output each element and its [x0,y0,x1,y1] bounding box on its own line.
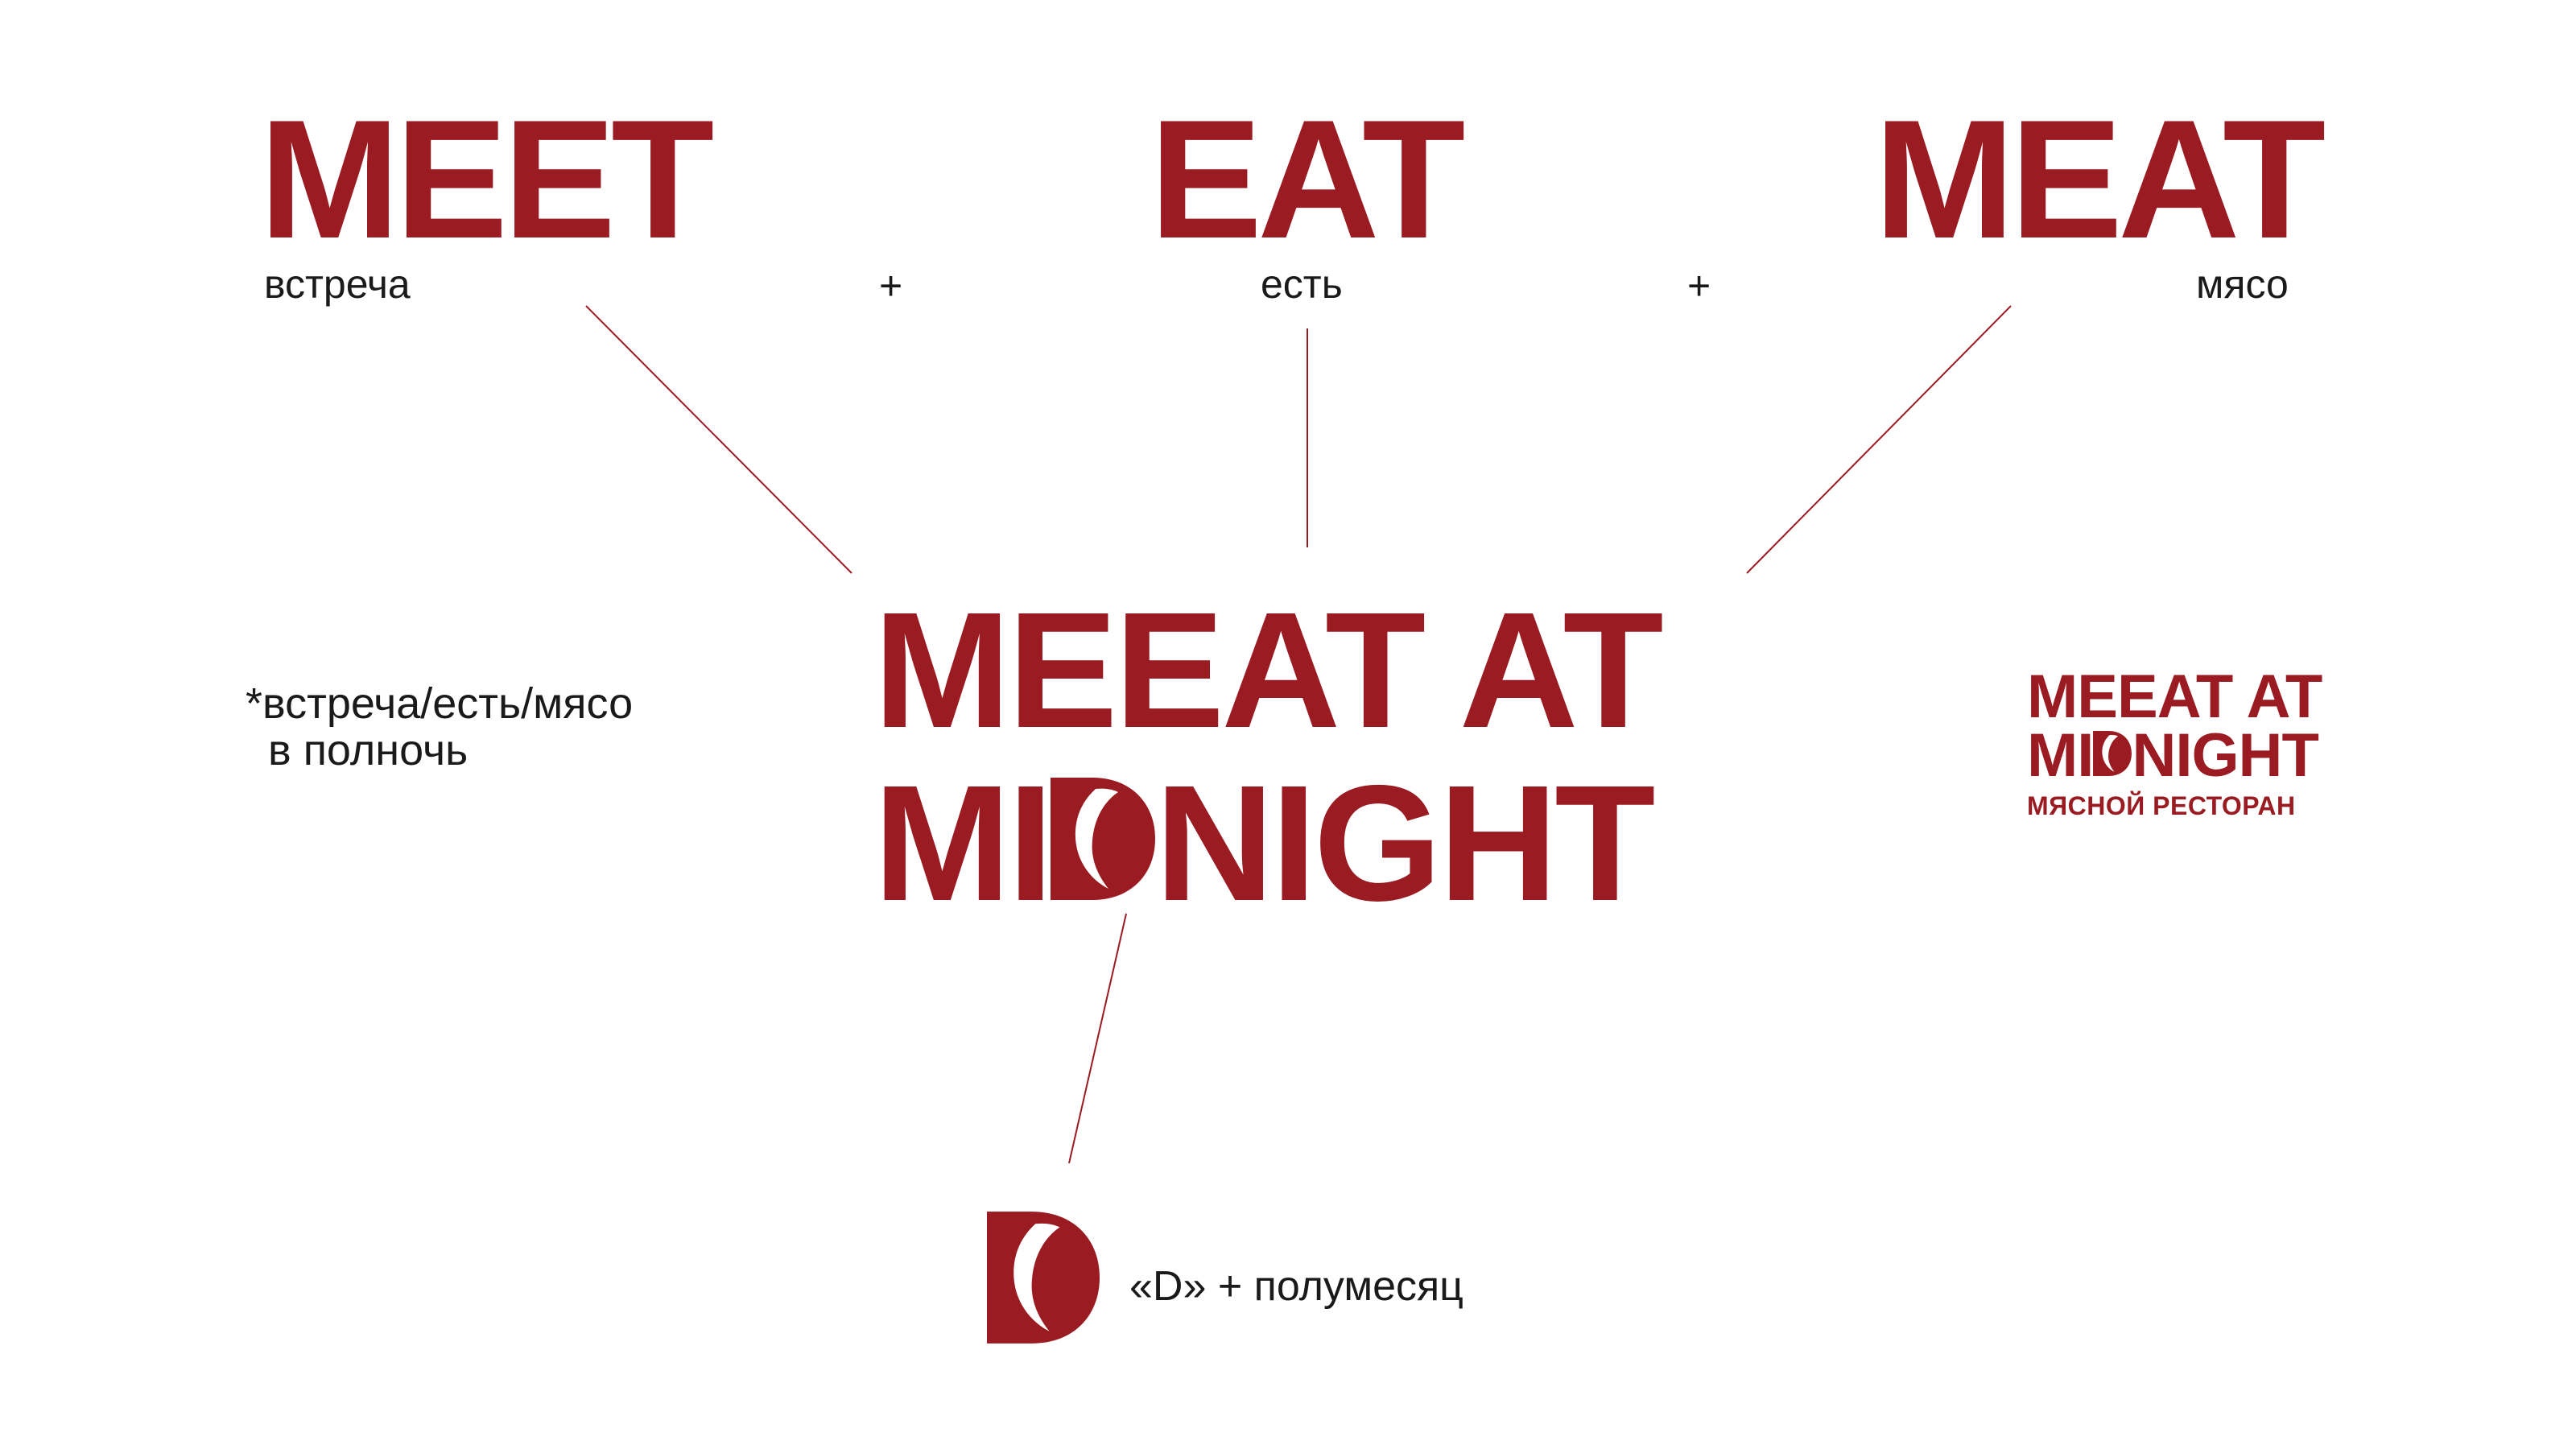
small-logo-line1: MEEAT AT [2027,663,2322,731]
crescent-d-icon [1050,778,1155,900]
connector-meet [585,305,852,574]
small-logo-line2-prefix: MI [2027,720,2094,790]
main-logo-line2-suffix: NIGHT [1154,751,1656,935]
crescent-d-icon [987,1212,1100,1348]
connector-d [1068,913,1127,1164]
d-mark-caption: «D» + полумесяц [1129,1263,1463,1310]
small-logo-subtitle: МЯСНОЙ РЕСТОРАН [2027,791,2296,820]
footnote-line1: *встреча/есть/мясо [246,679,634,728]
plus-sign-1: + [879,263,903,308]
footnote: *встреча/есть/мясо в полночь [246,680,633,774]
small-crescent-d-icon [2093,730,2132,776]
word-eat: EAT [1150,85,1465,274]
main-logo-line1: MEEAT AT [873,578,1664,762]
connector-meat [1746,305,2012,574]
translation-meat: мясо [2196,262,2289,307]
small-logo-line2-suffix: NIGHT [2132,720,2318,790]
word-meat: MEAT [1874,85,2326,274]
main-logo-line2-prefix: MI [873,751,1054,935]
translation-eat: есть [1261,262,1343,307]
translation-meet: встреча [264,262,411,307]
footnote-line2: в полночь [268,726,469,775]
word-meet: MEET [259,85,714,274]
plus-sign-2: + [1687,263,1711,308]
